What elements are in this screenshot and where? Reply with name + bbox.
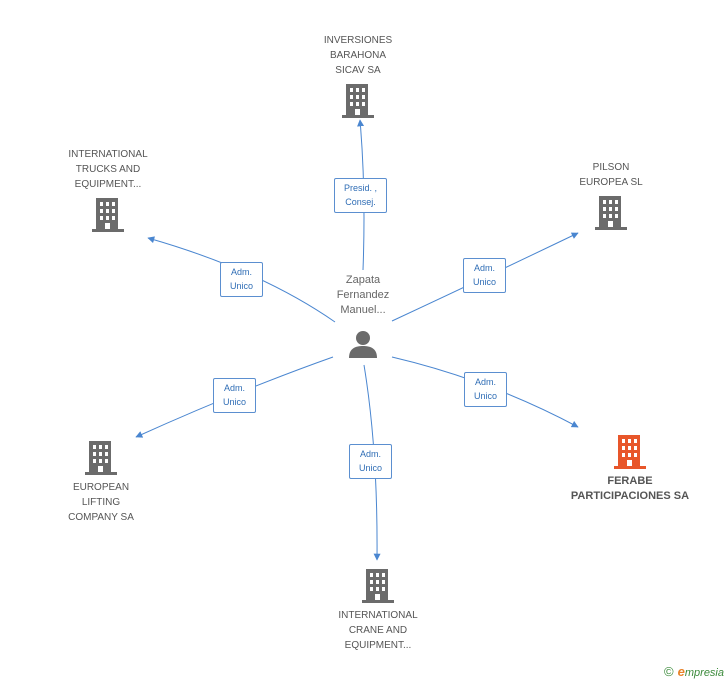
node-international-crane[interactable]: INTERNATIONAL CRANE AND EQUIPMENT... <box>323 568 433 653</box>
relation-label-european-lifting[interactable]: Adm. Unico <box>213 378 256 413</box>
relation-label-inversiones[interactable]: Presid. , Consej. <box>334 178 387 213</box>
brand-logo-e: e <box>677 664 685 679</box>
brand-footer: ©empresia <box>664 664 724 679</box>
building-icon <box>92 198 124 232</box>
node-international-trucks[interactable]: INTERNATIONAL TRUCKS AND EQUIPMENT... <box>53 147 163 233</box>
building-icon <box>342 84 374 118</box>
relation-label-pilson[interactable]: Adm. Unico <box>463 258 506 293</box>
building-icon <box>362 569 394 603</box>
person-icon <box>349 331 377 358</box>
node-label: INTERNATIONAL CRANE AND EQUIPMENT... <box>338 610 418 651</box>
relation-label-international-trucks[interactable]: Adm. Unico <box>220 262 263 297</box>
person-label: Zapata Fernandez Manuel... <box>336 274 390 316</box>
brand-name: mpresia <box>684 667 724 679</box>
copyright-icon: © <box>664 664 674 679</box>
node-label: INTERNATIONAL TRUCKS AND EQUIPMENT... <box>68 149 148 190</box>
node-inversiones[interactable]: INVERSIONES BARAHONA SICAV SA <box>303 33 413 119</box>
node-european-lifting[interactable]: EUROPEAN LIFTING COMPANY SA <box>46 440 156 525</box>
node-label: EUROPEAN LIFTING COMPANY SA <box>68 482 134 523</box>
node-label: PILSON EUROPEA SL <box>579 162 643 188</box>
building-icon <box>614 435 646 469</box>
node-ferabe[interactable]: FERABE PARTICIPACIONES SA <box>556 434 704 504</box>
relation-label-international-crane[interactable]: Adm. Unico <box>349 444 392 479</box>
node-center-person[interactable]: Zapata Fernandez Manuel... <box>318 273 408 359</box>
building-icon <box>595 196 627 230</box>
node-label: FERABE PARTICIPACIONES SA <box>570 475 690 502</box>
node-label: INVERSIONES BARAHONA SICAV SA <box>323 35 393 76</box>
node-pilson[interactable]: PILSON EUROPEA SL <box>556 160 666 231</box>
building-icon <box>85 441 117 475</box>
relation-label-ferabe[interactable]: Adm. Unico <box>464 372 507 407</box>
